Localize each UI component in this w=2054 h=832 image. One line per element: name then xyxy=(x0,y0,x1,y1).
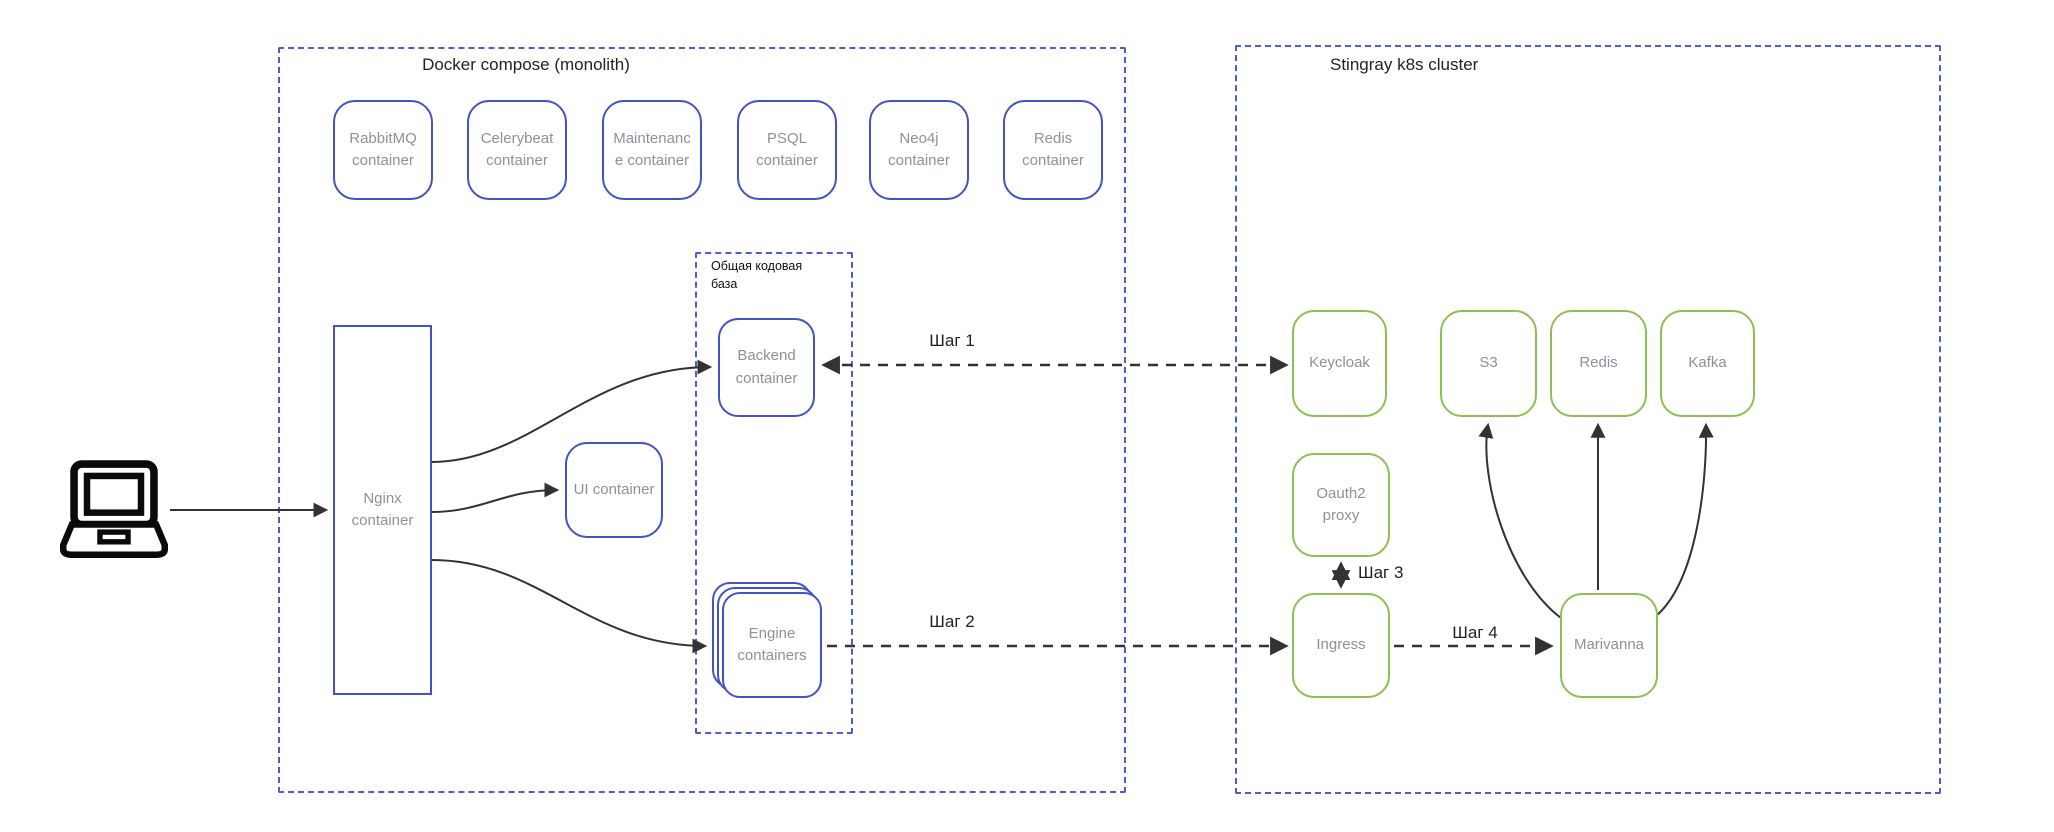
step2-label: Шаг 2 xyxy=(929,612,975,631)
node-kafka: Kafka xyxy=(1660,310,1755,417)
node-engine-containers: Engine containers xyxy=(722,592,822,698)
node-rabbitmq-container: RabbitMQ container xyxy=(333,100,433,200)
node-s3: S3 xyxy=(1440,310,1537,417)
node-backend-container: Backend container xyxy=(718,318,815,417)
step4-label: Шаг 4 xyxy=(1452,623,1498,642)
docker-compose-group-title: Docker compose (monolith) xyxy=(422,55,630,74)
arrow-marivanna-to-kafka xyxy=(1655,422,1714,617)
node-ingress: Ingress xyxy=(1292,593,1390,698)
node-oauth2-proxy: Oauth2 proxy xyxy=(1292,453,1390,557)
node-marivanna: Marivanna xyxy=(1560,593,1658,698)
node-redis-container: Redis container xyxy=(1003,100,1103,200)
arrow-marivanna-to-s3 xyxy=(1478,422,1562,619)
node-neo4j-container: Neo4j container xyxy=(869,100,969,200)
stingray-group-title: Stingray k8s cluster xyxy=(1330,55,1479,74)
node-keycloak: Keycloak xyxy=(1292,310,1387,417)
arrow-nginx-to-engine xyxy=(431,559,708,654)
node-nginx-container: Nginx container xyxy=(333,325,432,695)
arrow-nginx-to-ui xyxy=(431,482,560,513)
node-celerybeat-container: Celerybeat container xyxy=(467,100,567,200)
node-maintenance-container: Maintenanc e container xyxy=(602,100,702,200)
shared-codebase-group-title: Общая кодовая база xyxy=(711,259,803,291)
node-ui-container: UI container xyxy=(565,442,663,538)
arrow-nginx-to-backend xyxy=(431,359,713,463)
stingray-group-box xyxy=(1235,45,1941,794)
laptop-icon xyxy=(60,460,168,559)
node-redis-k8s: Redis xyxy=(1550,310,1647,417)
step3-label: Шаг 3 xyxy=(1358,563,1404,582)
step1-label: Шаг 1 xyxy=(929,331,975,350)
docker-compose-group-box xyxy=(278,47,1126,793)
node-psql-container: PSQL container xyxy=(737,100,837,200)
shared-codebase-group-box xyxy=(695,252,853,734)
